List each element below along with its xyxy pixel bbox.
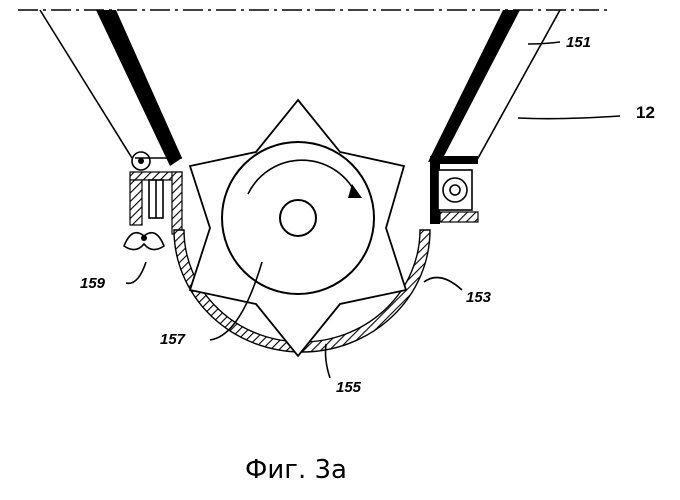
left-clamp-bracket <box>124 152 182 250</box>
label-151: 151 <box>566 34 591 51</box>
left-hopper-wall <box>40 10 182 166</box>
right-hopper-wall <box>428 10 560 164</box>
label-157: 157 <box>160 331 186 348</box>
label-153: 153 <box>466 289 492 306</box>
label-159: 159 <box>80 275 106 292</box>
label-155: 155 <box>336 379 362 396</box>
right-clamp-bracket <box>430 164 478 224</box>
label-12: 12 <box>636 103 655 122</box>
figure-caption: Фиг. 3а <box>245 455 347 485</box>
drum-hub <box>280 200 316 236</box>
